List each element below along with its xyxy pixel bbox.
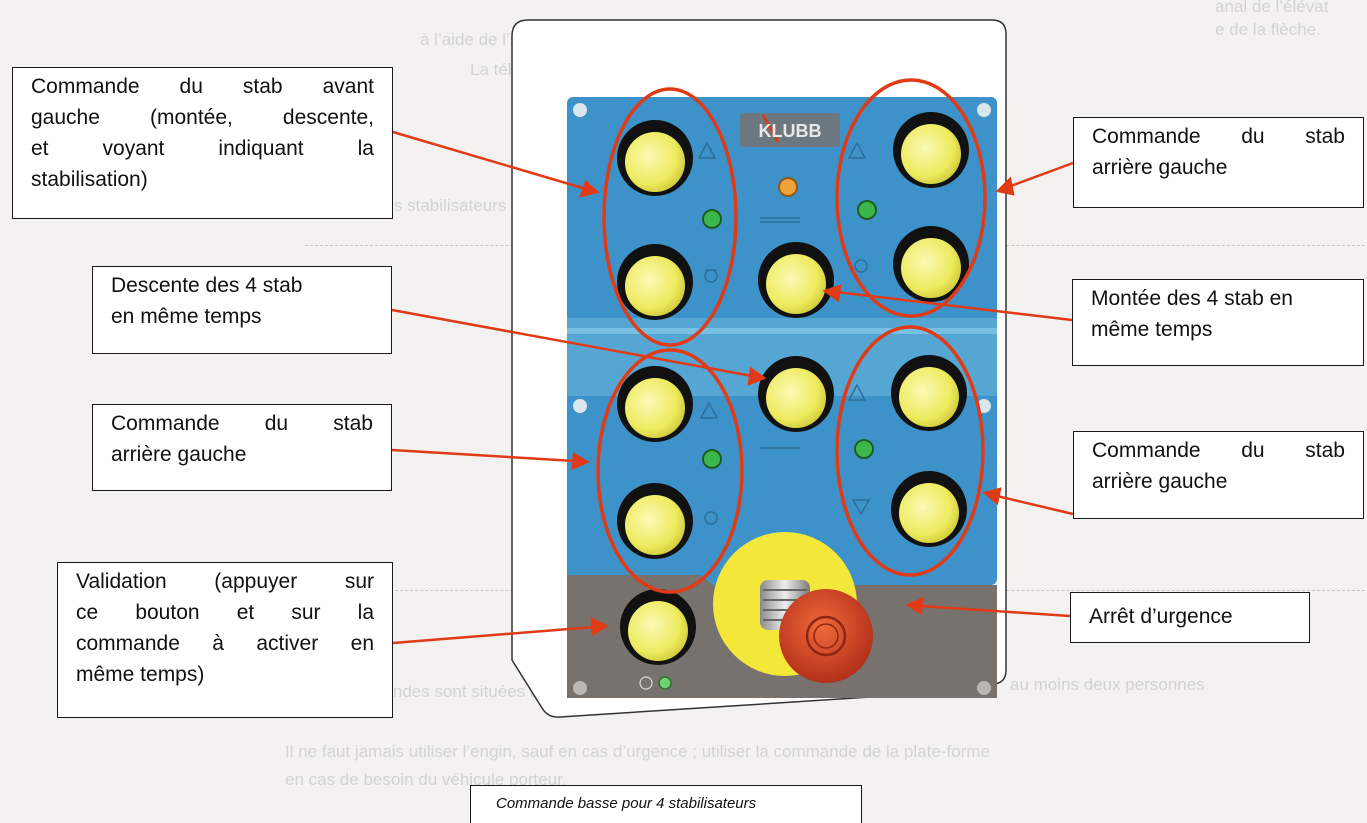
led-green-validation [658,676,672,690]
front-left-up-button[interactable] [617,120,693,196]
mid-right-up-button[interactable] [891,355,967,431]
label-validation-button: Validation (appuyer sur ce bouton et sur… [57,562,393,718]
label-emergency-stop: Arrêt d’urgence [1070,592,1310,643]
label-descend-all: Descente des 4 stab en même temps [92,266,392,354]
label-raise-all: Montée des 4 stab en même temps [1072,279,1364,366]
validation-button[interactable] [620,589,696,665]
label-front-left-control: Commande du stab avant gauche (montée, d… [12,67,393,219]
label-rear-left-control-mid: Commande du stab arrière gauche [92,404,392,491]
led-green-mid-left [702,449,722,469]
highlight-mid-left [596,348,744,594]
led-green-rear-left [857,200,877,220]
emergency-stop-button[interactable] [713,532,873,683]
highlight-rear-left [835,78,987,318]
rear-left-down-button[interactable] [893,226,969,302]
led-green-front-left [702,209,722,229]
mid-right-down-button[interactable] [891,471,967,547]
highlight-mid-right [835,325,985,577]
highlight-front-left [602,87,738,347]
led-green-mid-right [854,439,874,459]
rear-left-up-button[interactable] [893,112,969,188]
descend-all-button[interactable] [758,356,834,432]
front-left-down-button[interactable] [617,244,693,320]
brand-logo: KLUBB [759,121,822,141]
led-orange [778,177,798,197]
raise-all-button[interactable] [758,242,834,318]
mid-left-down-button[interactable] [617,483,693,559]
label-rear-left-control-top: Commande du stab arrière gauche [1073,117,1364,208]
figure-caption: Commande basse pour 4 stabilisateurs [470,785,862,823]
mid-left-up-button[interactable] [617,366,693,442]
label-rear-left-control-bottom: Commande du stab arrière gauche [1073,431,1364,519]
